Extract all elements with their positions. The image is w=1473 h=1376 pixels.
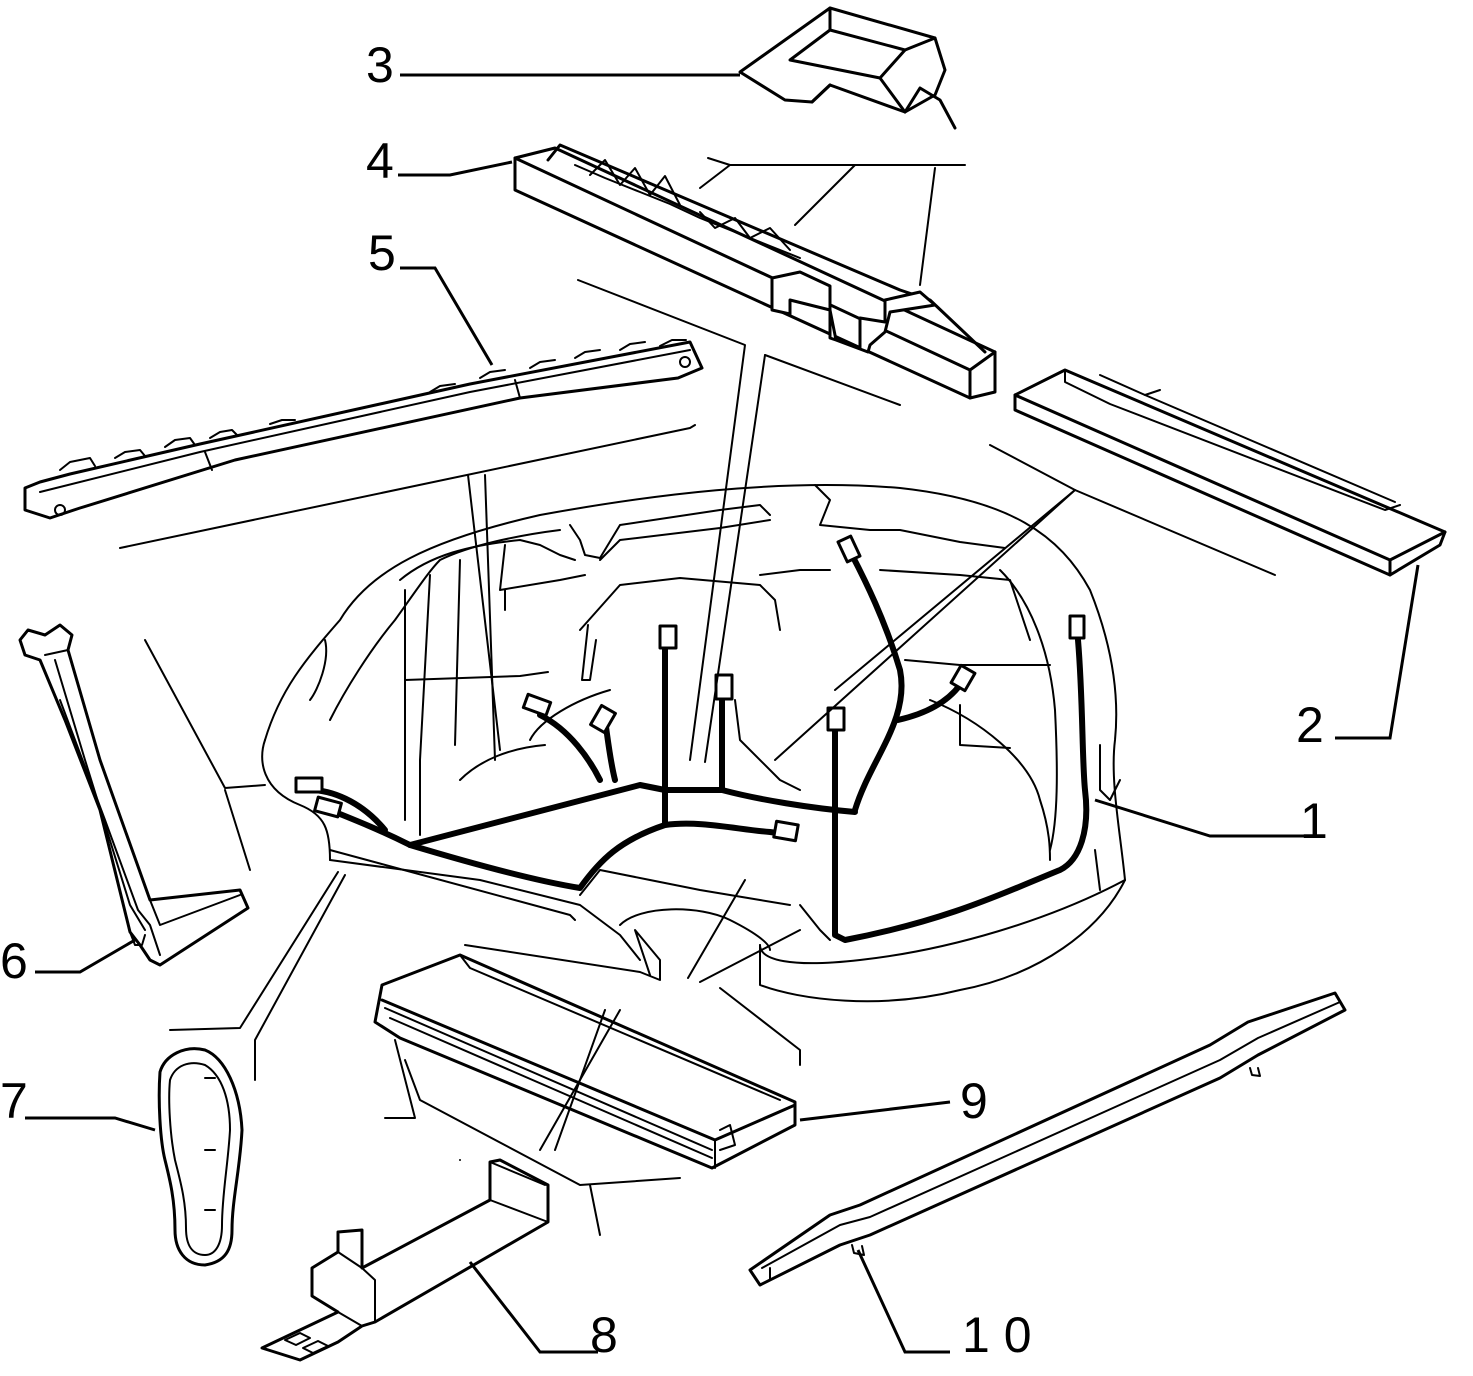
part-2-rear-rail [1013, 368, 1447, 577]
part-4-cross-member [513, 143, 997, 400]
part-10-long-bar [748, 991, 1347, 1287]
part-1-wiring-harness [294, 534, 1090, 943]
callout-6: 6 [0, 933, 28, 989]
part-6-pillar-trim [18, 623, 250, 967]
callout-1: 1 [1300, 793, 1328, 849]
callout-3: 3 [366, 37, 394, 93]
part-9-tray [373, 953, 797, 1170]
part-7-trim-cover [157, 1047, 244, 1267]
part-3-bracket [738, 6, 957, 130]
callout-7: 7 [0, 1073, 28, 1129]
callout-5: 5 [368, 225, 396, 281]
callout-2: 2 [1296, 697, 1324, 753]
callout-labels: 3 4 5 2 1 6 7 9 8 10 [0, 37, 1328, 1363]
leader-lines [25, 73, 1420, 1354]
part-5-side-rail [23, 339, 704, 520]
callout-10: 10 [962, 1307, 1046, 1363]
vehicle-body-outline [261, 484, 1126, 1003]
part-8-floor-bracket [260, 1158, 550, 1362]
callout-9: 9 [960, 1073, 988, 1129]
callout-4: 4 [366, 133, 394, 189]
callout-8: 8 [590, 1307, 618, 1363]
